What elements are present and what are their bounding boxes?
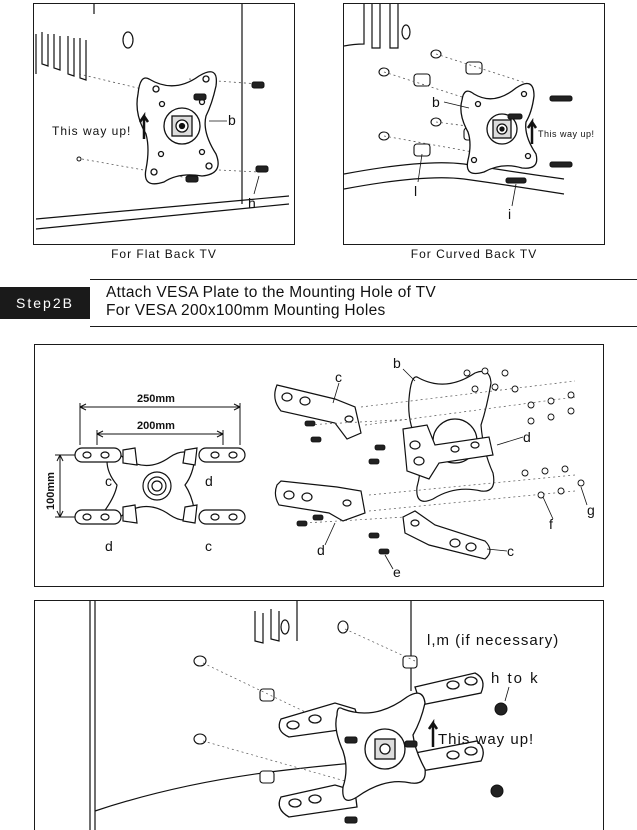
up-arrow-icon bbox=[138, 111, 150, 139]
flat-back-tv-panel: This way up! b h bbox=[33, 3, 295, 245]
exp-label-d-right: d bbox=[523, 429, 531, 445]
dim-100mm: 100mm bbox=[45, 472, 57, 510]
curved-arrow-text: This way up! bbox=[538, 129, 595, 139]
exp-label-c-bottom: c bbox=[507, 543, 514, 559]
dim-250mm: 250mm bbox=[137, 393, 175, 405]
step-title-line2: For VESA 200x100mm Mounting Holes bbox=[106, 302, 386, 319]
exp-label-e: e bbox=[393, 564, 401, 580]
exp-label-c-top: c bbox=[335, 369, 342, 385]
vesa-diagram-panel: 250mm 200mm 100mm c d d c bbox=[34, 344, 604, 587]
install-illustration: This way up! l,m (if necessary) h to k bbox=[89, 601, 559, 830]
curved-label-b: b bbox=[432, 94, 440, 110]
step-divider-top bbox=[90, 279, 637, 281]
vesa-diagram: 250mm 200mm 100mm c d d c bbox=[45, 355, 595, 580]
flat-label-h: h bbox=[248, 195, 256, 211]
step-divider-bottom bbox=[90, 326, 637, 328]
exp-label-g: g bbox=[587, 502, 595, 518]
curved-back-tv-panel: This way up! b l i bbox=[343, 3, 605, 245]
step-title-line1: Attach VESA Plate to the Mounting Hole o… bbox=[106, 284, 436, 301]
step-badge: Step2B bbox=[0, 287, 90, 319]
label-l-m: l,m (if necessary) bbox=[427, 632, 559, 649]
curved-label-i: i bbox=[508, 206, 511, 222]
exp-label-f: f bbox=[549, 516, 553, 532]
step-header: Step2B Attach VESA Plate to the Mounting… bbox=[0, 279, 637, 328]
dim-200mm: 200mm bbox=[137, 420, 175, 432]
exp-label-b: b bbox=[393, 355, 401, 371]
exp-label-d-left: d bbox=[317, 542, 325, 558]
curved-label-l: l bbox=[414, 183, 417, 199]
up-arrow-icon bbox=[427, 718, 439, 747]
front-label-d2: d bbox=[105, 538, 113, 554]
up-arrow-icon bbox=[526, 117, 538, 144]
flat-label-b: b bbox=[228, 112, 236, 128]
install-arrow-text: This way up! bbox=[438, 731, 534, 748]
front-label-d1: d bbox=[205, 473, 213, 489]
curved-back-illustration: This way up! b l i bbox=[344, 4, 595, 222]
install-panel: This way up! l,m (if necessary) h to k bbox=[34, 600, 604, 830]
flat-back-caption: For Flat Back TV bbox=[111, 247, 217, 261]
curved-back-caption: For Curved Back TV bbox=[410, 247, 538, 261]
flat-arrow-text: This way up! bbox=[52, 124, 131, 138]
flat-back-illustration: This way up! b h bbox=[35, 4, 290, 230]
front-label-c1: c bbox=[105, 473, 112, 489]
label-h-to-k: h to k bbox=[491, 670, 540, 687]
front-label-c2: c bbox=[205, 538, 212, 554]
